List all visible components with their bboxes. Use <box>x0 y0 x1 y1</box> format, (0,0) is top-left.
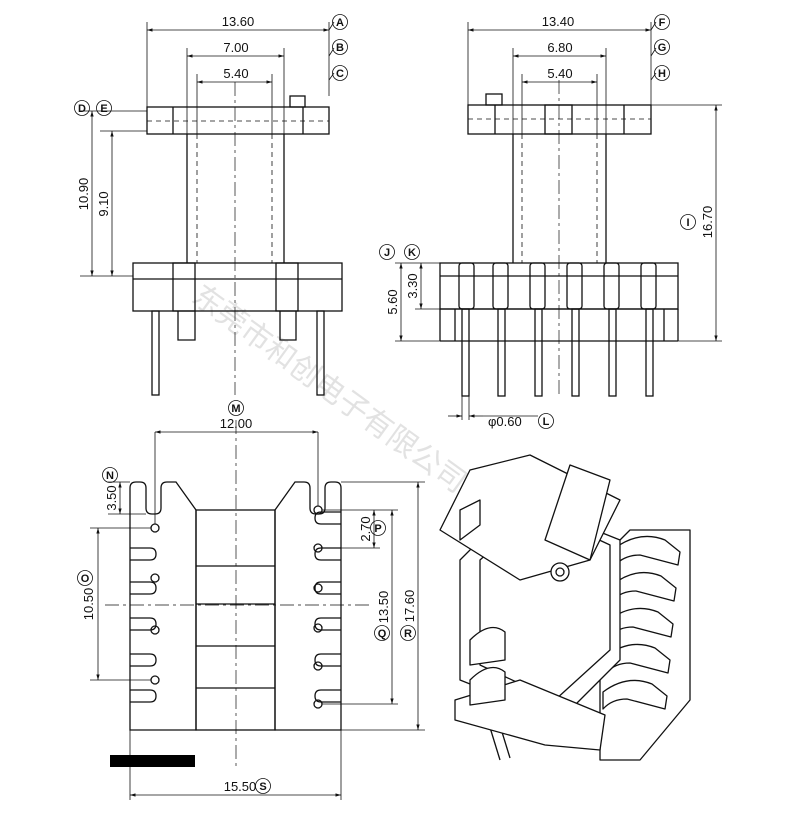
svg-text:E: E <box>100 103 107 115</box>
svg-text:J: J <box>384 247 390 259</box>
top-right-front-view <box>395 21 722 420</box>
label-K: K <box>404 244 420 260</box>
label-M: M <box>228 400 244 416</box>
svg-text:Q: Q <box>378 628 387 640</box>
label-Q: Q <box>374 625 390 641</box>
svg-text:H: H <box>658 68 666 80</box>
label-P: P <box>370 520 386 536</box>
label-L: L <box>538 413 554 429</box>
svg-text:M: M <box>231 403 240 415</box>
dim-top-left-height-inner: 9.10 <box>96 191 111 216</box>
dim-top-left-overall-width: 13.60 <box>222 14 255 29</box>
svg-text:L: L <box>543 416 550 428</box>
top-left-side-view <box>80 21 343 396</box>
svg-text:B: B <box>336 42 344 54</box>
label-G: G <box>654 39 670 55</box>
dim-bottom-left-span: 10.50 <box>81 588 96 621</box>
dim-top-right-flange-height: 3.30 <box>405 273 420 298</box>
dim-pin-diameter: φ0.60 <box>488 414 522 429</box>
dim-top-right-core-width: 5.40 <box>547 66 572 81</box>
label-I: I <box>680 214 696 230</box>
isometric-view <box>439 454 691 761</box>
dim-top-right-total-height: 16.70 <box>700 206 715 239</box>
label-S: S <box>255 778 271 794</box>
svg-text:F: F <box>659 17 666 29</box>
dim-top-left-middle-width: 7.00 <box>223 40 248 55</box>
dim-bottom-total-height: 17.60 <box>402 590 417 623</box>
label-H: H <box>654 65 670 81</box>
svg-text:R: R <box>404 628 412 640</box>
label-A: A <box>332 14 348 30</box>
svg-text:D: D <box>78 103 86 115</box>
right-comb-outline <box>274 481 342 731</box>
label-J: J <box>379 244 395 260</box>
dim-top-right-middle-width: 6.80 <box>547 40 572 55</box>
redaction-bar <box>110 755 195 767</box>
svg-text:C: C <box>336 68 344 80</box>
label-F: F <box>654 14 670 30</box>
dim-top-left-core-width: 5.40 <box>223 66 248 81</box>
svg-text:P: P <box>374 523 381 535</box>
dim-bottom-pin-pitch: 2.70 <box>358 516 373 541</box>
dim-top-right-overall-width: 13.40 <box>542 14 575 29</box>
svg-text:O: O <box>81 573 90 585</box>
left-comb-outline <box>129 481 197 731</box>
dim-bottom-slot-depth: 3.50 <box>104 485 119 510</box>
svg-text:N: N <box>106 470 114 482</box>
svg-text:G: G <box>658 42 667 54</box>
dim-bottom-pin-row-spacing: 12.00 <box>220 416 253 431</box>
svg-text:A: A <box>336 17 344 29</box>
label-B: B <box>332 39 348 55</box>
svg-text:I: I <box>686 217 689 229</box>
dim-bottom-total-width: 15.50 <box>224 779 257 794</box>
label-R: R <box>400 625 416 641</box>
dim-top-left-height-outer: 10.90 <box>76 178 91 211</box>
label-O: O <box>77 570 93 586</box>
dim-bottom-right-span: 13.50 <box>376 591 391 624</box>
label-E: E <box>96 100 112 116</box>
bottom-plan-view <box>90 420 425 800</box>
label-C: C <box>332 65 348 81</box>
label-D: D <box>74 100 90 116</box>
svg-text:K: K <box>408 247 416 259</box>
dim-top-right-base-height: 5.60 <box>385 289 400 314</box>
label-N: N <box>102 467 118 483</box>
svg-text:S: S <box>259 781 266 793</box>
